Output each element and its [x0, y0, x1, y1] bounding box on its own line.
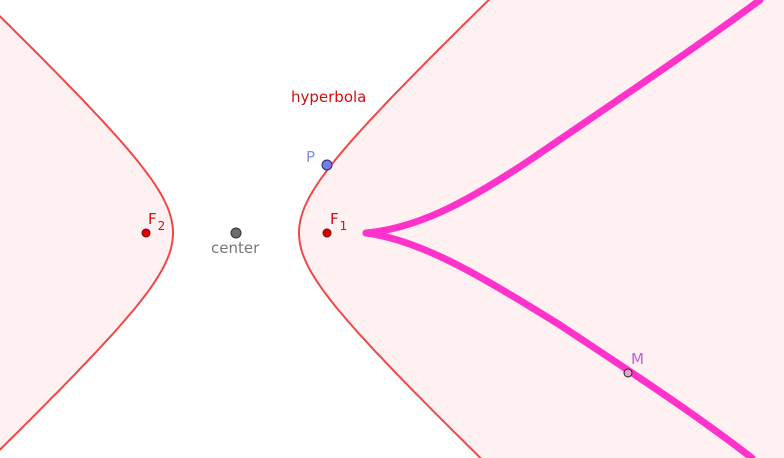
- focus-1-label: F1: [330, 210, 347, 233]
- locus-curve-lower[interactable]: [362, 229, 756, 458]
- point-m-label: M: [631, 350, 644, 368]
- point-m[interactable]: [623, 368, 633, 378]
- hyperbola-right-branch[interactable]: [297, 0, 509, 458]
- hyperbola-right-interior: [299, 0, 784, 458]
- focus-2-label: F2: [148, 210, 165, 233]
- focus-2-point[interactable]: [141, 228, 151, 238]
- center-label: center: [211, 239, 260, 257]
- locus-curve-upper[interactable]: [362, 0, 764, 237]
- center-point[interactable]: [230, 227, 242, 239]
- hyperbola-left-interior: [0, 16, 173, 450]
- point-p[interactable]: [321, 159, 333, 171]
- point-p-label: P: [306, 148, 315, 166]
- focus-1-point[interactable]: [322, 228, 332, 238]
- hyperbola-label: hyperbola: [291, 88, 366, 106]
- hyperbola-left-branch[interactable]: [0, 0, 175, 458]
